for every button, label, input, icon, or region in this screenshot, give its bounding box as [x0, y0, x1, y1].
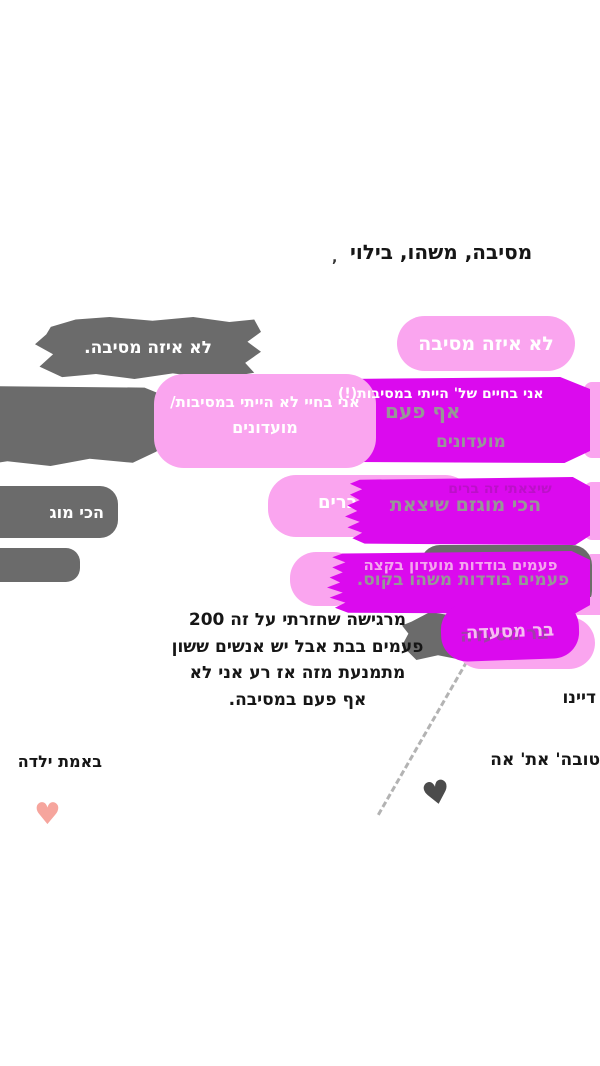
caption-line-1: מרגישה שחזרתי על זה 200 — [188, 610, 407, 630]
sent-bubble-5-text: בר מסעדה — [465, 618, 555, 644]
sent-bubble-3-small-text: שיצאתי זה ברים — [448, 481, 552, 497]
sent-bubble-2-overlay-text: אני בחיים של' הייתי במסיבות(!) — [338, 386, 544, 402]
sent-bubble-4-gray-text: פעמים בודדות משהו בקוס. — [356, 570, 570, 590]
bottom-left-text: באמת ילדה — [17, 752, 102, 771]
received-bubble-3-text: הכי מוג — [49, 502, 104, 522]
sent-bubble-1-text: לא איזה מסיבה — [418, 332, 554, 355]
bottom-right-text: טובה' את' אה — [490, 750, 600, 770]
sent-bubble-2-pink: אני בחיי לא הייתי במסיבות/ מועדונים — [154, 374, 376, 468]
sent-bubble-5-magenta: בר מסעדה — [440, 599, 580, 663]
sent-bubble-2-gray-word2: מועדונים — [436, 432, 506, 452]
header-stray-mark: , — [332, 250, 338, 266]
pink-heart-icon: ♥ — [34, 797, 61, 832]
sent-bubble-2-line1: אני בחיי לא הייתי במסיבות/ — [170, 393, 360, 411]
sent-bubble-1: לא איזה מסיבה — [397, 316, 575, 371]
received-bubble-1: לא איזה מסיבה. — [35, 317, 261, 379]
received-bubble-3: הכי מוג — [0, 486, 118, 538]
sent-bubble-3-magenta — [345, 477, 590, 545]
sent-bubble-2-gray-word1: אף פעם — [385, 399, 461, 423]
dayenu-text: דיינו — [562, 688, 596, 708]
received-bubble-fragment — [0, 548, 80, 582]
received-bubble-2 — [0, 386, 172, 466]
sent-bubble-4-light-text: פעמים בודדות מועדון בקצה — [363, 556, 558, 574]
received-bubble-1-text: לא איזה מסיבה. — [84, 338, 212, 358]
black-heart-icon: ♥ — [418, 771, 455, 815]
caption-paragraph: מרגישה שחזרתי על זה 200 פעמים בבת אבל יש… — [95, 607, 500, 713]
sent-bubble-3-gray-text: הכי מוגזם שיצאת — [389, 494, 542, 516]
caption-line-3: מתמנעת מזה אז רע אני לא — [189, 663, 406, 683]
caption-line-2: פעמים בבת אבל יש אנשים ששון — [171, 636, 424, 657]
sent-bubble-2-line2: מועדונים — [232, 418, 298, 437]
header-title: מסיבה, משהו, בילוי — [350, 240, 533, 264]
caption-line-4: אף פעם במסיבה. — [228, 689, 367, 710]
